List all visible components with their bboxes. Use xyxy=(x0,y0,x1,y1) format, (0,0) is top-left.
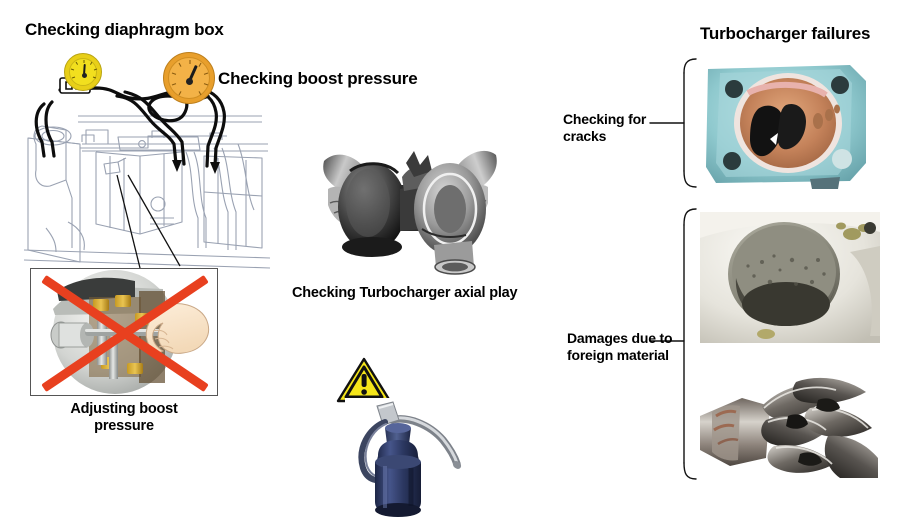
axial-play-caption: Checking Turbocharger axial play xyxy=(292,285,518,301)
adjusting-boost-line-1: Adjusting boost xyxy=(70,401,178,417)
page-title-right: Turbocharger failures xyxy=(700,24,871,43)
checking-boost-pressure-label: Checking boost pressure xyxy=(218,69,418,88)
pressure-gauge-yellow-icon xyxy=(64,53,102,91)
cracked-housing-photo xyxy=(700,59,872,189)
warning-triangle-icon xyxy=(336,357,392,403)
leader-lines-to-adjusting-box xyxy=(100,170,300,280)
foreign-material-line-1: Damages due to xyxy=(567,330,673,346)
pressure-gauge-orange-icon xyxy=(163,52,215,104)
checking-cracks-line-2: cracks xyxy=(563,127,607,144)
foreign-material-line-2: foreign material xyxy=(567,346,669,363)
foreign-material-leader xyxy=(560,205,700,495)
damaged-impeller-photo xyxy=(700,372,880,479)
adjusting-boost-line-2: pressure xyxy=(94,418,154,435)
adjusting-boost-pressure-prohibited xyxy=(30,268,218,396)
oil-can-icon xyxy=(345,398,465,518)
turbocharger-axial-play-photo xyxy=(310,137,506,277)
page-title-left: Checking diaphragm box xyxy=(25,20,224,39)
checking-cracks-leader xyxy=(560,55,700,195)
damaged-bore-photo xyxy=(700,212,880,343)
checking-cracks-line-1: Checking for xyxy=(563,111,647,127)
